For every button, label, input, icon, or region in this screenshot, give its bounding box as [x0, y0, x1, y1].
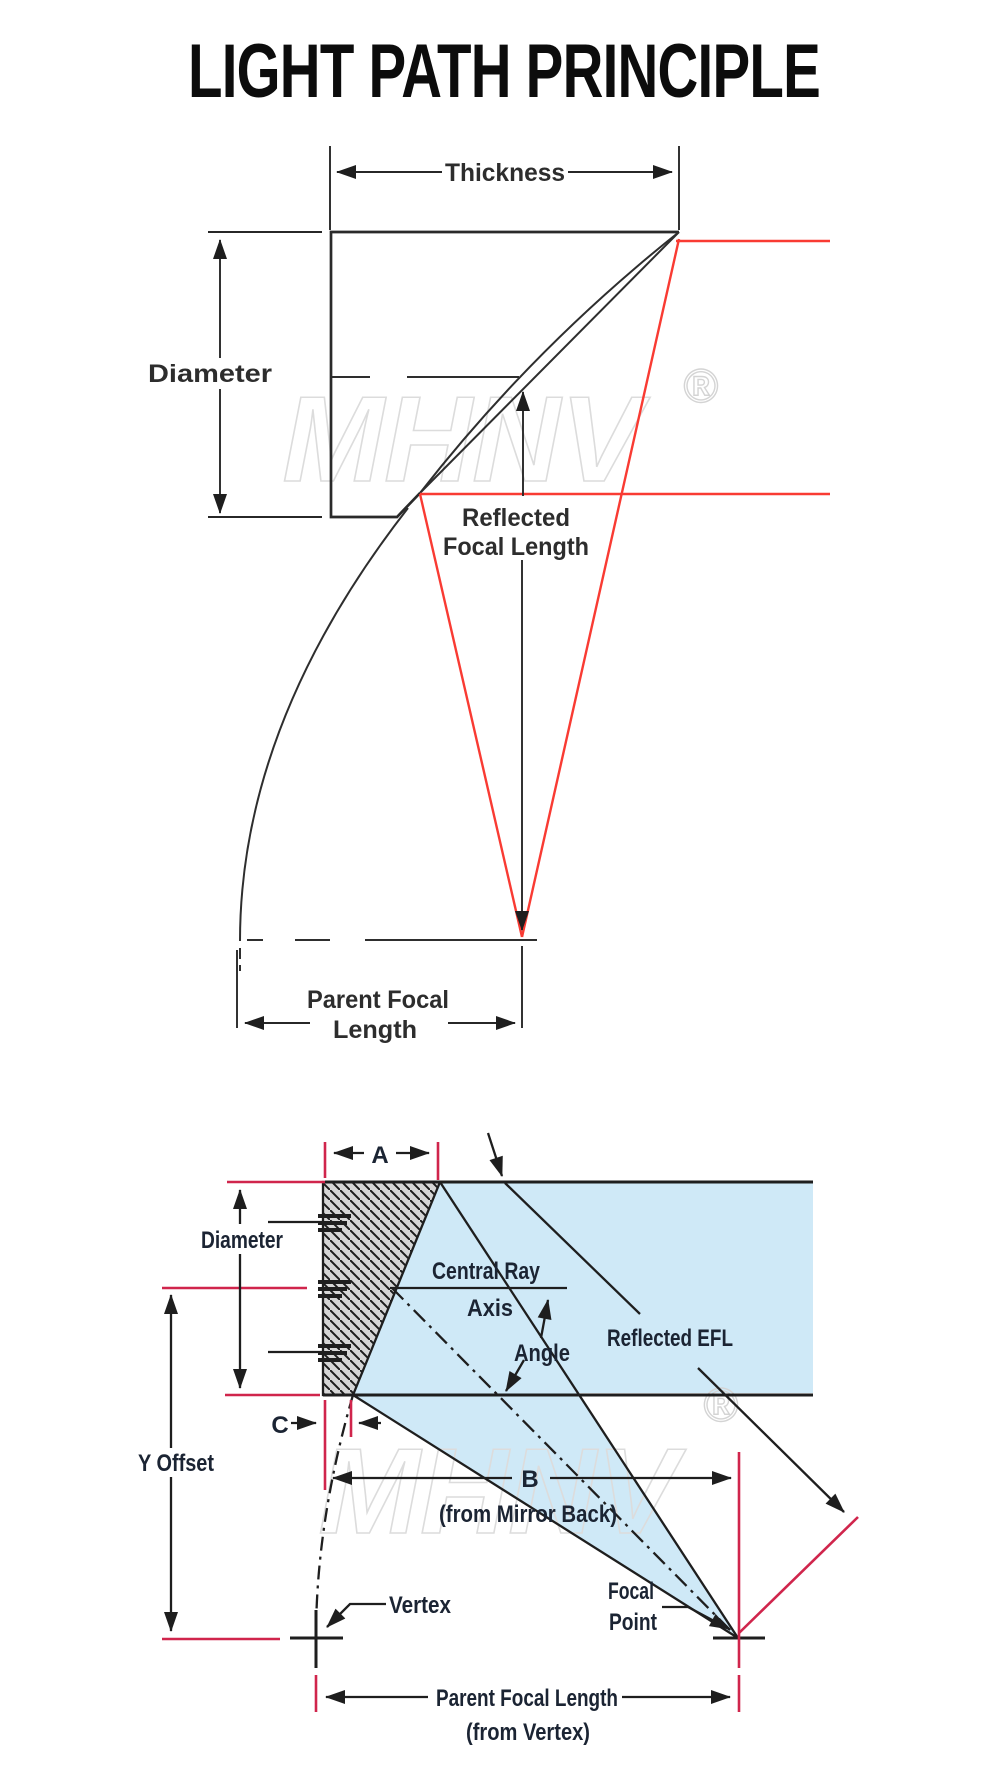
a-dimension [323, 1142, 440, 1180]
mirror-profile-outline [329, 230, 679, 519]
parent-focal-note-label: (from Vertex) [466, 1719, 590, 1746]
red-light-rays [418, 238, 830, 938]
reflected-ray-top [520, 238, 681, 938]
marginal-ray-lower [352, 1394, 739, 1639]
parent-focal-length-label-line2: Length [333, 1016, 417, 1044]
reflected-focal-length-label-line1: Reflected [462, 504, 570, 532]
parent-focal-length-label-bottom: Parent Focal Length [436, 1685, 618, 1712]
converging-beam-fill [353, 1182, 738, 1638]
diameter-label-top: Diameter [148, 360, 272, 388]
bottom-diagram: MHNV ® [138, 1132, 859, 1746]
central-ray-line [391, 1287, 737, 1637]
mirror-surface-chord [419, 231, 680, 494]
reflected-focal-length-dimension [515, 391, 530, 931]
parent-focal-length-dimension-bottom [314, 1675, 741, 1712]
registered-icon: ® [704, 1378, 739, 1431]
focal-point-label-line2: Point [609, 1609, 657, 1636]
parent-focal-length-label-line1: Parent Focal [307, 986, 449, 1014]
angle-arrows [505, 1299, 552, 1392]
vertex-label: Vertex [389, 1592, 452, 1619]
b-note-label: (from Mirror Back) [439, 1501, 617, 1528]
marginal-ray-upper [439, 1181, 739, 1639]
angle-label: Angle [514, 1340, 570, 1367]
reflected-ray-bottom [418, 493, 524, 938]
parent-focal-length-dimension-top [236, 946, 523, 1030]
focal-point-label-line1: Focal [608, 1578, 654, 1605]
watermark-text: MHNV [282, 371, 650, 507]
mirror-surface-arc [419, 231, 680, 494]
mirror-section-hatch [323, 1182, 440, 1395]
central-ray-label-line2: Axis [467, 1295, 513, 1322]
parent-parabola-arc [239, 507, 409, 942]
thickness-label: Thickness [445, 159, 565, 187]
reflected-efl-label: Reflected EFL [607, 1325, 733, 1352]
vertex-leader-arrow [326, 1602, 386, 1628]
focal-point-leader-arrow [662, 1605, 730, 1631]
central-ray-label-line1: Central Ray [432, 1258, 541, 1285]
mirror-back-datum-marks [268, 1214, 351, 1362]
watermark-text: MHNV [318, 1423, 686, 1559]
b-label: B [521, 1466, 538, 1493]
focal-plane-diagonal-red [738, 1516, 859, 1634]
registered-icon: ® [684, 359, 719, 412]
thickness-dimension [329, 146, 680, 230]
page-title: LIGHT PATH PRINCIPLE [188, 29, 820, 114]
diameter-label-bottom: Diameter [201, 1227, 283, 1254]
c-dimension [291, 1400, 381, 1490]
parent-parabola-dashdot [314, 1394, 355, 1639]
reflected-efl-dimension [486, 1132, 845, 1513]
optical-axis-dashes [239, 939, 537, 971]
vertex-cross-mark [290, 1610, 343, 1668]
reflected-focal-length-label-line2: Focal Length [443, 533, 589, 561]
watermark-top: MHNV ® [282, 358, 719, 508]
diameter-dimension-top [208, 231, 322, 518]
y-offset-label: Y Offset [138, 1450, 214, 1477]
c-label: C [271, 1412, 288, 1439]
top-diagram: Thickness Diameter Reflected Focal Lengt… [148, 146, 830, 1044]
watermark-bottom: MHNV ® [318, 1377, 739, 1560]
a-label: A [371, 1142, 388, 1169]
